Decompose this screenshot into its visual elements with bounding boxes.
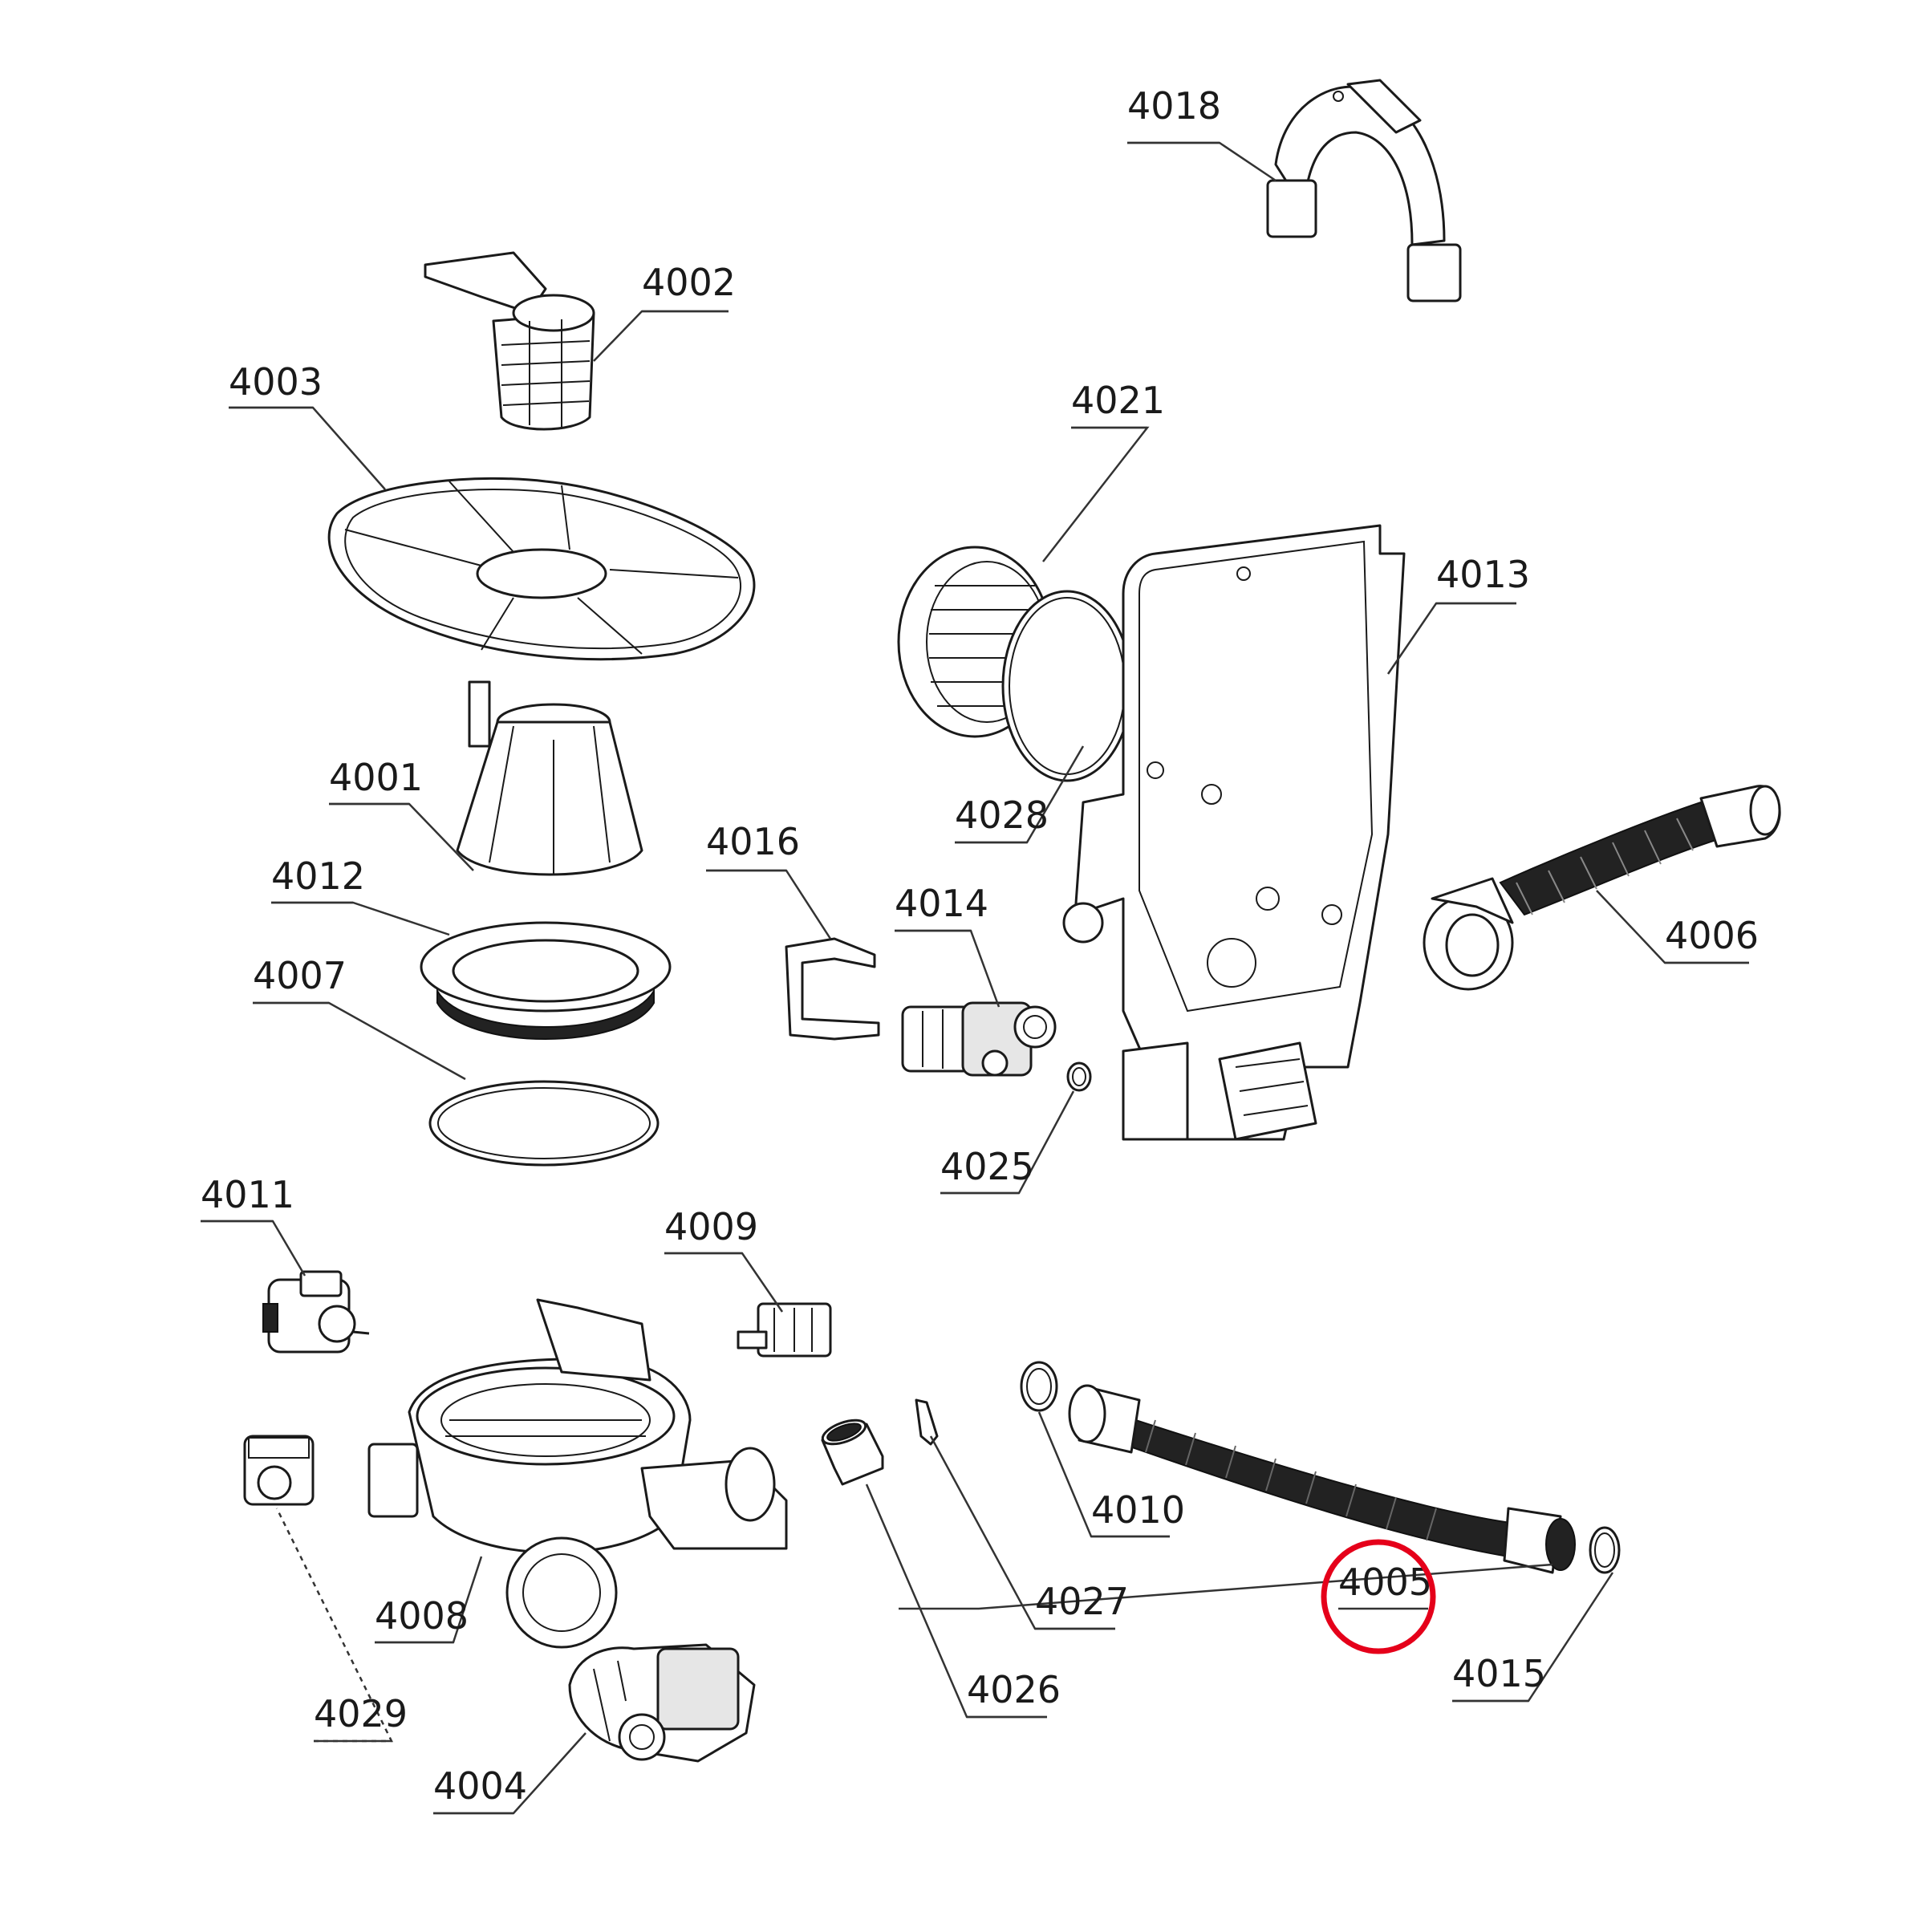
- part-4002-drawing: [424, 251, 595, 431]
- svg-text:4014: 4014: [895, 882, 988, 925]
- part-label-4009: 4009: [664, 1205, 758, 1255]
- part-4025-drawing: [1066, 1061, 1092, 1092]
- svg-text:4003: 4003: [229, 360, 323, 404]
- part-label-4001: 4001: [329, 756, 423, 806]
- part-4029-drawing: [243, 1435, 315, 1506]
- svg-text:4025: 4025: [940, 1145, 1034, 1188]
- part-4012-drawing: [420, 921, 672, 1040]
- svg-text:4015: 4015: [1452, 1652, 1546, 1695]
- highlight-circle-4005: [1321, 1539, 1436, 1654]
- part-label-4011: 4011: [201, 1173, 294, 1223]
- part-label-4018: 4018: [1127, 84, 1221, 144]
- part-label-4004: 4004: [433, 1764, 527, 1815]
- part-label-4006: 4006: [1665, 914, 1759, 964]
- part-label-4028: 4028: [955, 794, 1049, 844]
- svg-text:4002: 4002: [642, 261, 736, 304]
- svg-text:4009: 4009: [664, 1205, 758, 1248]
- part-4028-drawing: [1001, 590, 1133, 782]
- part-4006-drawing: [1423, 785, 1781, 991]
- part-4003-drawing: [327, 477, 756, 661]
- part-4015-drawing: [1589, 1526, 1621, 1574]
- part-4016-drawing: [785, 937, 880, 1041]
- part-label-4012: 4012: [271, 854, 365, 904]
- part-label-4016: 4016: [706, 820, 800, 872]
- part-label-4026: 4026: [967, 1668, 1061, 1719]
- svg-text:4008: 4008: [375, 1594, 469, 1638]
- part-label-4005[interactable]: 4005: [1338, 1561, 1432, 1610]
- part-4004-drawing: [568, 1643, 756, 1763]
- part-label-4002: 4002: [642, 261, 736, 313]
- part-4008-drawing: [367, 1298, 788, 1649]
- part-4009-drawing: [737, 1302, 832, 1358]
- part-label-4013: 4013: [1436, 553, 1530, 605]
- svg-text:4026: 4026: [967, 1668, 1061, 1711]
- part-4005-drawing: [1068, 1384, 1576, 1574]
- svg-text:4001: 4001: [329, 756, 423, 799]
- svg-text:4021: 4021: [1071, 379, 1165, 422]
- svg-text:4029: 4029: [314, 1692, 408, 1735]
- part-4013-drawing: [1062, 524, 1406, 1141]
- svg-text:4013: 4013: [1436, 553, 1530, 596]
- part-4010-drawing: [1020, 1361, 1058, 1412]
- part-4014-drawing: [901, 1001, 1057, 1077]
- part-label-4010: 4010: [1091, 1488, 1185, 1538]
- part-label-4007: 4007: [253, 954, 347, 1005]
- part-label-4027: 4027: [1035, 1580, 1129, 1630]
- part-label-4008: 4008: [375, 1594, 469, 1644]
- part-label-4025: 4025: [940, 1145, 1034, 1195]
- svg-text:4027: 4027: [1035, 1580, 1129, 1623]
- part-label-4021: 4021: [1071, 379, 1165, 429]
- part-4007-drawing: [428, 1080, 660, 1167]
- svg-text:4006: 4006: [1665, 914, 1759, 957]
- part-4027-drawing: [915, 1398, 939, 1446]
- part-label-4029: 4029: [314, 1692, 408, 1743]
- svg-text:4007: 4007: [253, 954, 347, 997]
- part-label-4014: 4014: [895, 882, 988, 932]
- part-label-4003: 4003: [229, 360, 323, 409]
- svg-text:4028: 4028: [955, 794, 1049, 837]
- part-4001-drawing: [456, 680, 643, 876]
- part-4011-drawing: [262, 1270, 370, 1354]
- svg-text:4004: 4004: [433, 1764, 527, 1808]
- svg-text:4011: 4011: [201, 1173, 294, 1216]
- svg-text:4018: 4018: [1127, 84, 1221, 128]
- svg-text:4010: 4010: [1091, 1488, 1185, 1532]
- svg-text:4005: 4005: [1338, 1561, 1432, 1604]
- part-4018-drawing: [1266, 79, 1462, 302]
- svg-text:4012: 4012: [271, 854, 365, 898]
- part-4026-drawing: [821, 1419, 884, 1486]
- part-label-4015: 4015: [1452, 1652, 1546, 1703]
- svg-text:4016: 4016: [706, 820, 800, 863]
